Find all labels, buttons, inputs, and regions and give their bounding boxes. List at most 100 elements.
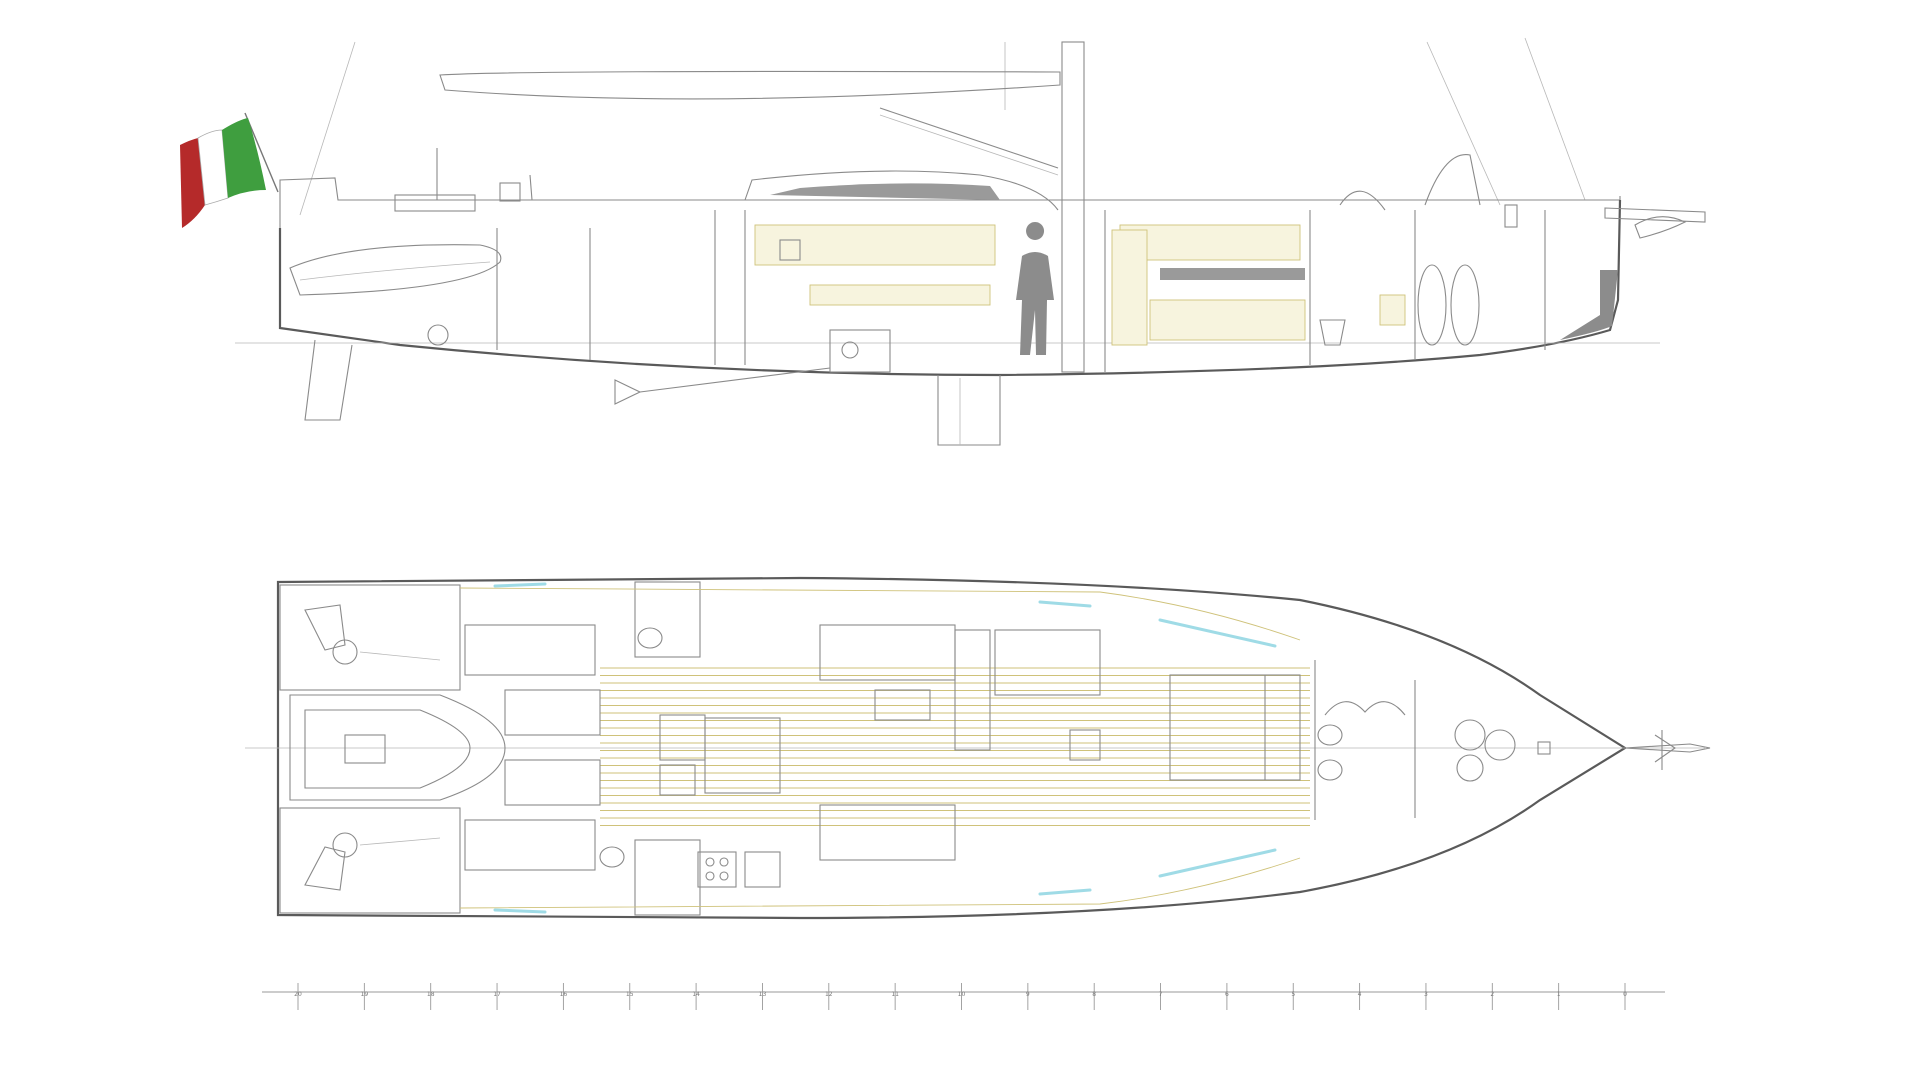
- scale-tick-label: 4: [1358, 991, 1362, 998]
- toilet-fwd-2: [1317, 759, 1343, 781]
- helm-seat-port: [304, 604, 346, 651]
- anchor-plan: [1654, 730, 1676, 770]
- scale-tick-label: 11: [891, 991, 899, 998]
- hatch-opened: [1339, 190, 1386, 211]
- mast-step: [1069, 729, 1101, 761]
- hull-window-aft-starboard: [493, 908, 547, 914]
- tender-tube: [299, 261, 491, 281]
- sail-bag-1: [1417, 264, 1447, 346]
- hull-window-aft-port: [493, 582, 547, 588]
- toilet-aft-starboard: [599, 846, 625, 868]
- burner-3: [705, 871, 715, 881]
- human-scale-figure: [1016, 222, 1054, 355]
- saloon-sofa-port: [819, 624, 956, 681]
- scale-tick-label: 2: [1490, 991, 1494, 998]
- scale-tick-label: 6: [1225, 991, 1229, 998]
- toilet-fwd-1: [1317, 724, 1343, 746]
- engine-pulley: [841, 341, 859, 359]
- bow-shading: [1560, 270, 1618, 340]
- propeller: [614, 379, 642, 405]
- mast-compression-locker: [1111, 229, 1148, 346]
- galley-stove: [697, 851, 737, 888]
- galley-counter: [704, 717, 781, 794]
- bowsprit: [1604, 207, 1706, 223]
- scale-tick-label: 9: [1026, 991, 1030, 998]
- sheet-starboard: [359, 837, 441, 846]
- boom-vang: [879, 107, 1059, 169]
- owner-berth: [1169, 674, 1301, 781]
- winch-starboard: [332, 832, 358, 858]
- trim-starboard: [459, 857, 1301, 909]
- scale-tick-label: 10: [958, 991, 966, 998]
- scale-tick-label: 16: [560, 991, 568, 998]
- scale-tick-label: 8: [1092, 991, 1096, 998]
- tender-inner: [304, 709, 471, 789]
- aft-cabin-starboard: [279, 807, 461, 914]
- scale-tick-label: 7: [1159, 991, 1163, 998]
- head-vanity: [1379, 294, 1406, 326]
- backstay: [299, 41, 356, 216]
- forward-cabin-window: [1160, 268, 1305, 280]
- scale-tick-label: 19: [361, 991, 369, 998]
- sail-bag-plan-1: [1454, 719, 1486, 751]
- sheet-port: [359, 651, 441, 661]
- winch-pedestal: [499, 182, 521, 202]
- rudder: [304, 339, 353, 421]
- aft-berth-port: [464, 624, 596, 676]
- aft-berth-starboard: [464, 819, 596, 871]
- burner-4: [719, 871, 729, 881]
- galley-sink: [659, 764, 696, 796]
- galley-oven: [744, 851, 781, 888]
- boom-vang-lower: [879, 114, 1059, 176]
- italian-flag: [180, 112, 279, 228]
- aft-bunk-port: [504, 689, 601, 736]
- anchor: [1634, 216, 1687, 239]
- cockpit-stanchion: [529, 174, 533, 201]
- head-aft-starboard: [634, 839, 701, 916]
- mast: [1061, 41, 1085, 373]
- saloon-sofa-starboard: [819, 804, 956, 861]
- windlass-plan: [1537, 741, 1551, 755]
- galley-fridge: [659, 714, 706, 761]
- forestay-inner: [1426, 41, 1501, 206]
- tender-in-garage: [289, 244, 502, 296]
- scale-tick-label: 15: [626, 991, 634, 998]
- boom: [439, 70, 1061, 100]
- scale-tick-label: 20: [294, 991, 302, 998]
- scale-tick-label: 5: [1291, 991, 1295, 998]
- saloon-cabinets: [754, 224, 996, 266]
- scale-tick-label: 18: [427, 991, 435, 998]
- scale-tick-label: 13: [759, 991, 767, 998]
- aft-bunk-starboard: [504, 759, 601, 806]
- aft-cabin-port: [279, 584, 461, 691]
- flag-red-stripe: [180, 138, 205, 228]
- scale-tick-label: 17: [493, 991, 501, 998]
- burner-1: [705, 857, 715, 867]
- sail-bag-plan-2: [1484, 729, 1516, 761]
- plan-view: [245, 576, 1711, 920]
- profile-view: [180, 37, 1706, 446]
- helm-seat-starboard: [304, 846, 346, 891]
- coachroof: [744, 170, 1059, 211]
- winch-port: [332, 639, 358, 665]
- tender-console: [344, 734, 386, 764]
- scale-tick-label: 12: [825, 991, 833, 998]
- trim-port: [459, 587, 1301, 641]
- keel-fin: [937, 375, 1001, 446]
- flag-green-stripe: [222, 118, 266, 198]
- scale-tick-label: 0: [1623, 991, 1627, 998]
- scale-tick-label: 1: [1557, 991, 1561, 998]
- windlass: [1504, 204, 1518, 228]
- forestay: [1524, 37, 1586, 201]
- hull-plan-outline: [276, 576, 1628, 920]
- forward-cabin-cabinets: [1119, 224, 1301, 261]
- steering-quadrant: [427, 324, 449, 346]
- hull-profile: [278, 199, 1622, 377]
- hull-window-mid-starboard: [1038, 888, 1092, 896]
- deck-sheer: [279, 177, 1621, 228]
- burner-2: [719, 857, 729, 867]
- head-toilet: [1319, 319, 1346, 346]
- scale-tick-label: 14: [692, 991, 700, 998]
